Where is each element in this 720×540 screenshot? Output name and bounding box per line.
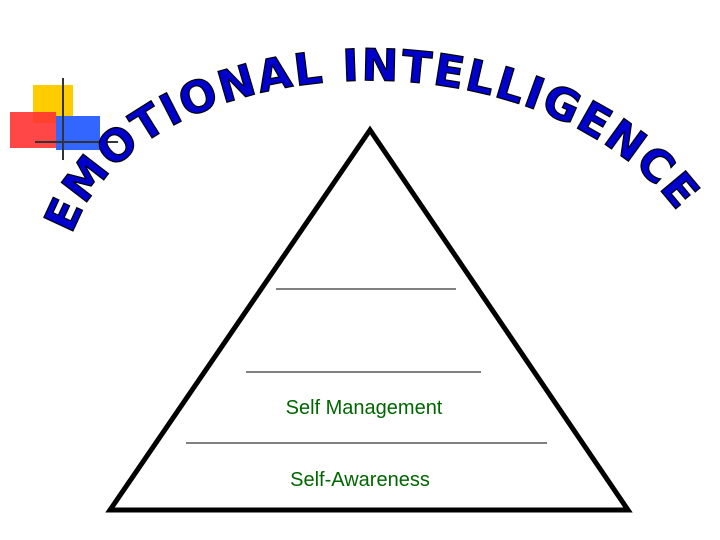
level-label-self-awareness: Self-Awareness: [290, 469, 430, 491]
pyramid-outline: [105, 125, 633, 513]
title-wordart: EMOTIONAL INTELLIGENCE PYRAMID: [0, 0, 720, 240]
corner-decoration: [10, 78, 118, 160]
level-label-self-management: Self Management: [285, 397, 443, 419]
